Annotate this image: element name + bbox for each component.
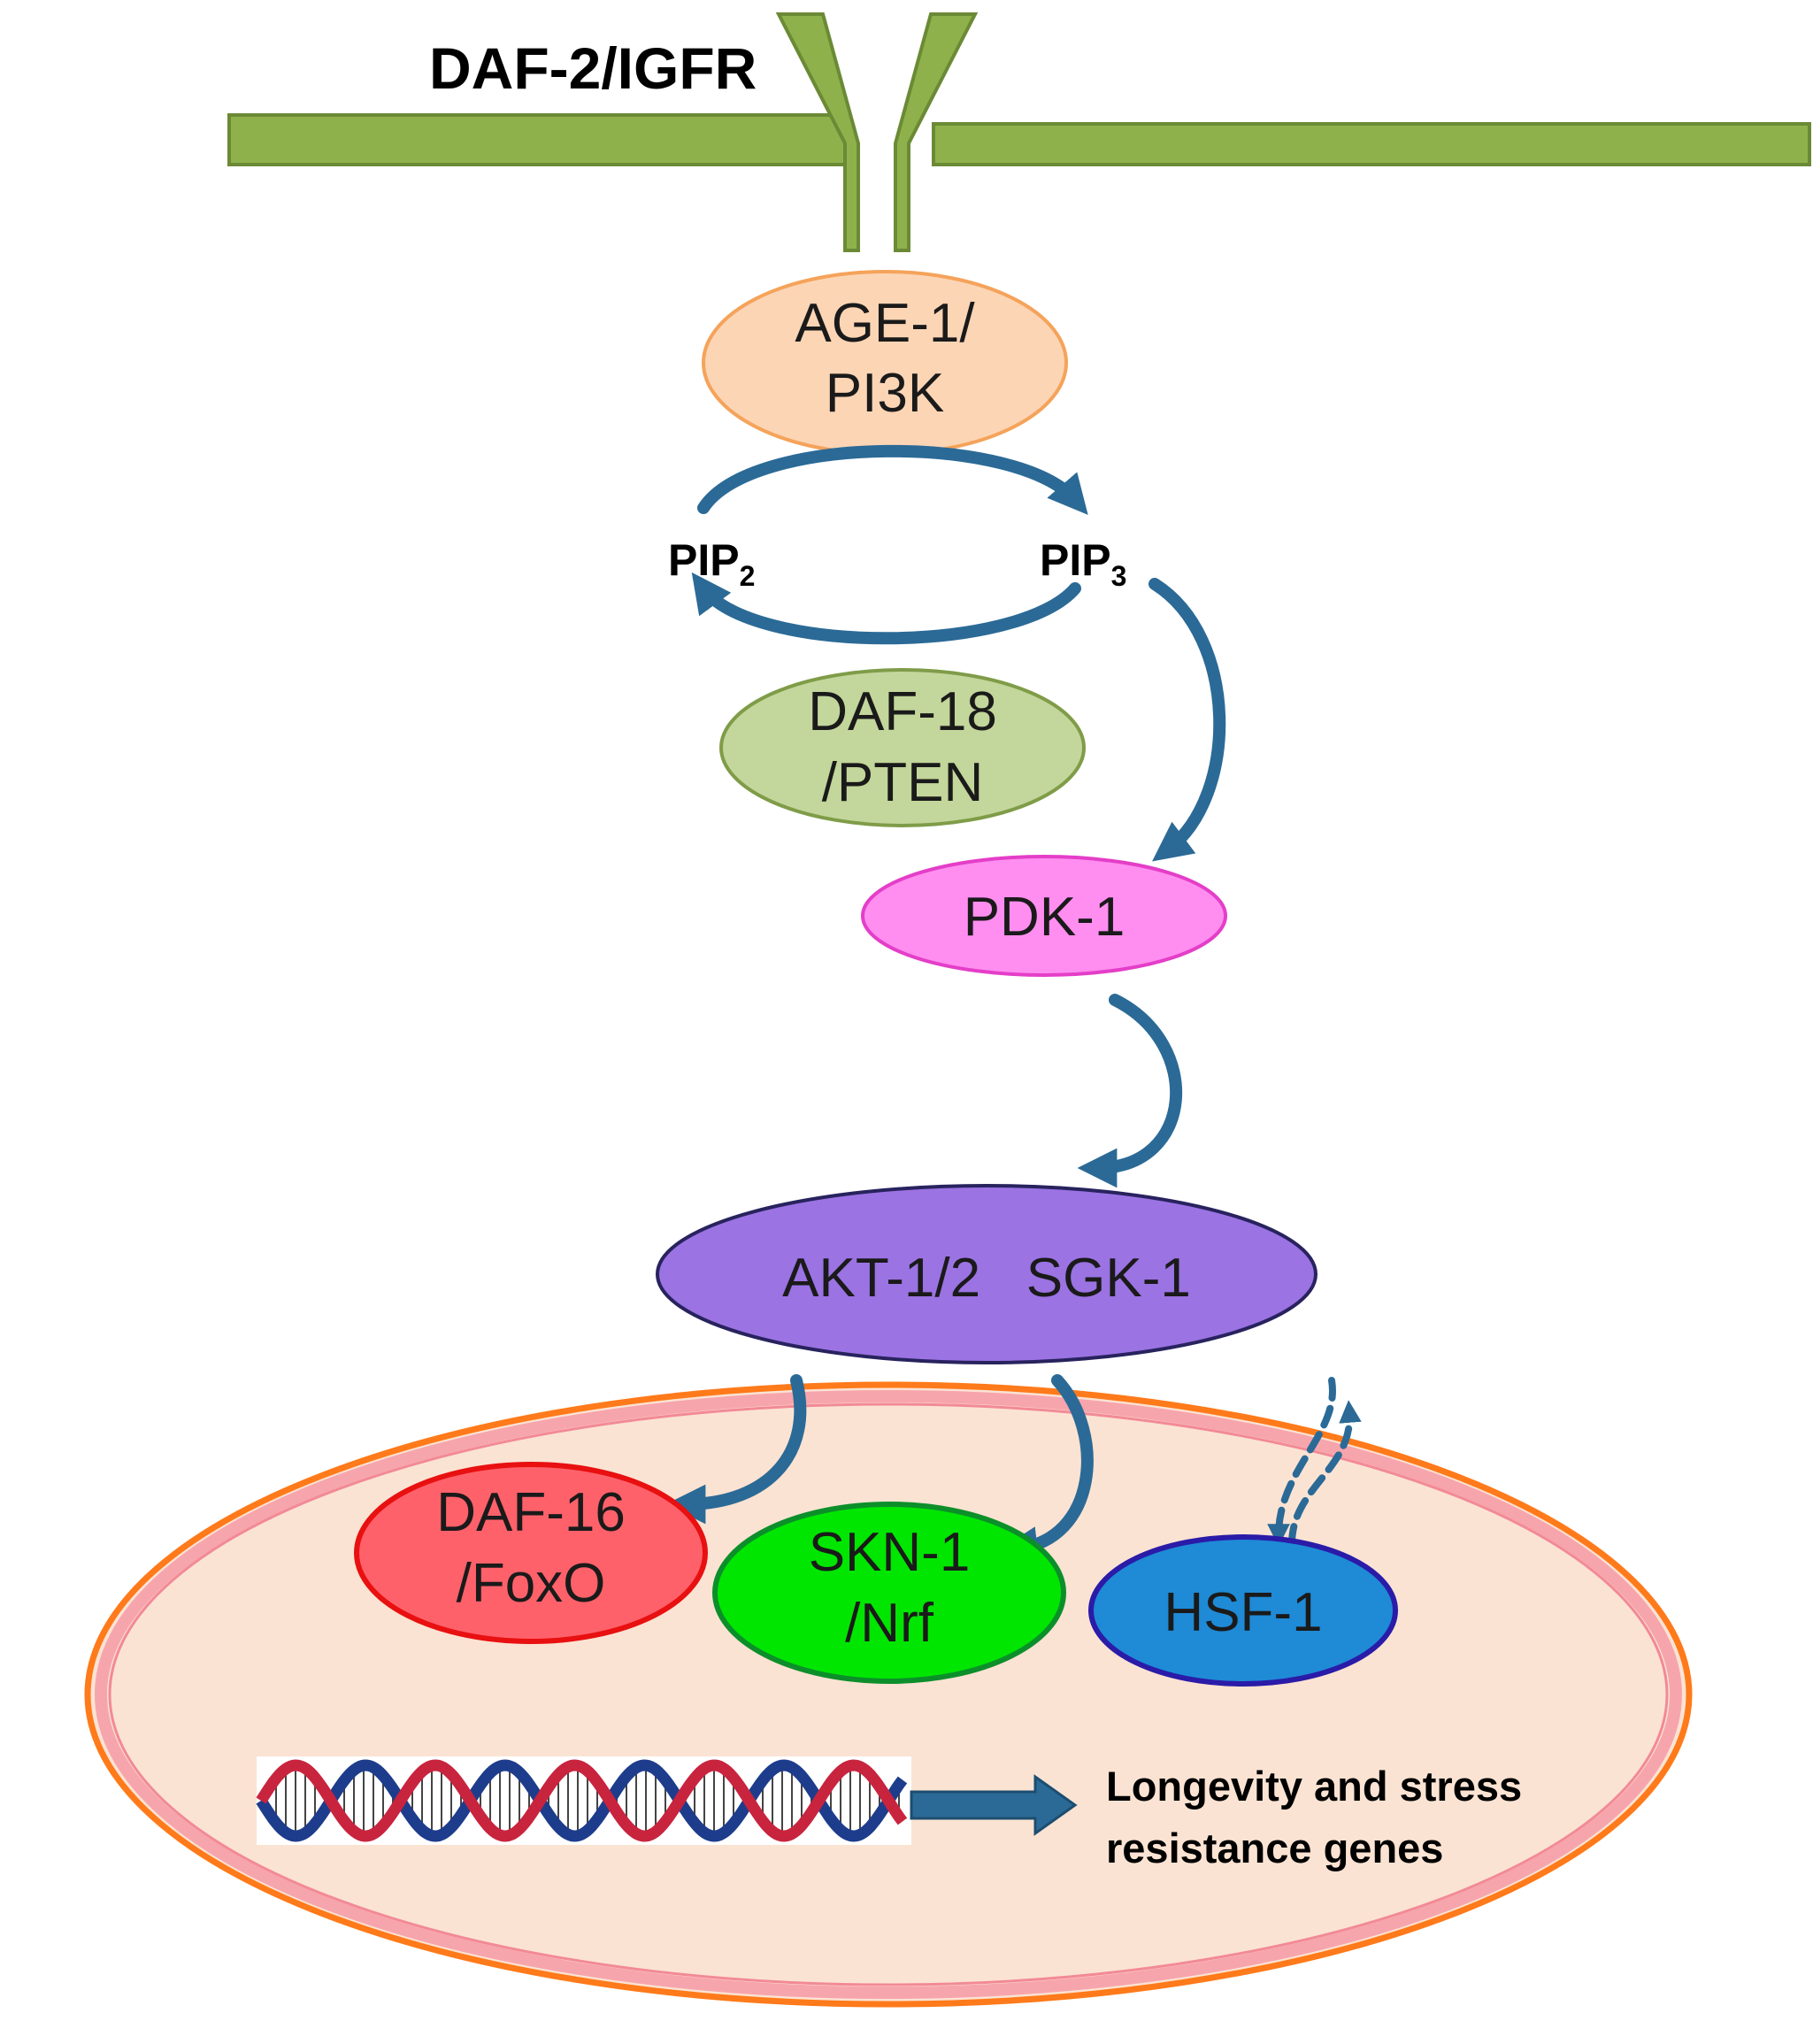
pdk1-to-akt-arrow <box>1077 994 1183 1188</box>
genes-output-arrow <box>910 1774 1078 1836</box>
cytoplasm-to-hsf1-arrow <box>1267 1377 1336 1547</box>
daf18-label-line1: DAF-18 <box>808 681 997 742</box>
age1-label-line2: PI3K <box>826 363 944 424</box>
receptor-label: DAF-2/IGFR <box>429 35 757 101</box>
pip3-to-pdk1-arrow <box>1148 578 1226 862</box>
nucleus <box>84 1381 1693 2008</box>
hsf1-to-cytoplasm-arrow <box>1288 1400 1362 1548</box>
pip3-to-pip2-arrow <box>691 572 1081 645</box>
hsf1-label: HSF-1 <box>1164 1582 1322 1643</box>
pip-cycle-arrows <box>691 444 1226 1188</box>
hsf1-node: HSF-1 <box>1088 1534 1398 1687</box>
dna-helix-icon <box>256 1756 911 1845</box>
pdk1-label: PDK-1 <box>964 887 1125 948</box>
daf16-foxo-node: DAF-16 /FoxO <box>354 1462 708 1644</box>
hsf1-dashed-arrows <box>1267 1377 1362 1548</box>
skn1-label-line2: /Nrf <box>845 1593 934 1654</box>
output-label-line2: resistance genes <box>1106 1825 1443 1871</box>
daf16-label-line2: /FoxO <box>457 1553 606 1614</box>
age1-label-line1: AGE-1/ <box>795 293 975 354</box>
pip3-label: PIP3 <box>1040 535 1126 592</box>
akt-sgk-node: AKT-1/2 SGK-1 <box>656 1184 1317 1364</box>
age1-pi3k-node: AGE-1/ PI3K <box>702 270 1068 456</box>
daf2-receptor <box>775 12 979 252</box>
daf16-label-line1: DAF-16 <box>436 1482 626 1543</box>
pip2-label: PIP2 <box>668 535 755 592</box>
pip2-to-pip3-arrow <box>697 444 1088 515</box>
skn1-label-line1: SKN-1 <box>809 1522 971 1583</box>
akt-to-skn1-arrow <box>997 1374 1094 1566</box>
akt-sgk-label: AKT-1/2 SGK-1 <box>782 1248 1191 1309</box>
akt-output-arrows <box>665 1374 1094 1566</box>
cell-membrane <box>227 113 1811 166</box>
akt-to-daf16-arrow <box>665 1374 807 1525</box>
pdk1-node: PDK-1 <box>861 855 1227 977</box>
daf18-label-line2: /PTEN <box>822 752 984 813</box>
output-label-line1: Longevity and stress <box>1106 1763 1522 1810</box>
skn1-nrf-node: SKN-1 /Nrf <box>712 1502 1066 1684</box>
daf18-pten-node: DAF-18 /PTEN <box>719 668 1086 827</box>
